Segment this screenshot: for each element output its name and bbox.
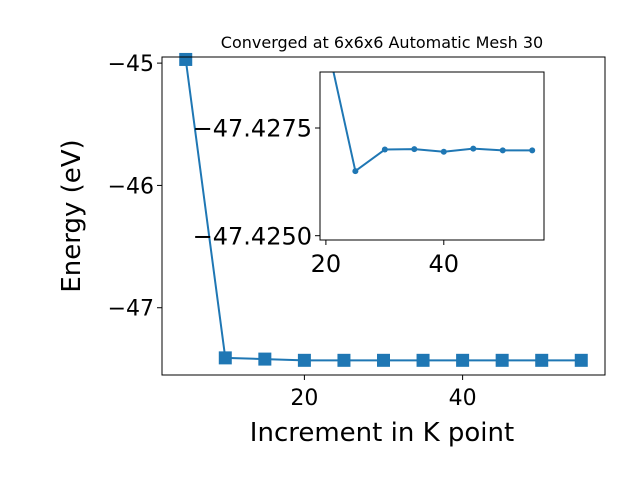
main-data-point — [456, 353, 470, 367]
inset-data-point — [529, 147, 536, 154]
inset-background — [320, 72, 544, 240]
main-data-point — [574, 353, 588, 367]
inset-data-point — [470, 145, 477, 152]
y-axis-label: Energy (eV) — [57, 139, 87, 292]
x-axis-label: Increment in K point — [250, 418, 514, 448]
main-data-point — [535, 353, 549, 367]
main-y-tick-label: −46 — [108, 174, 154, 199]
inset-data-point — [499, 147, 506, 154]
inset-x-tick-label: 40 — [429, 250, 460, 278]
inset-x-tick-label: 20 — [311, 250, 342, 278]
main-plot-area: 20 40 −45 −46 −47 — [108, 52, 588, 411]
inset-series-line — [332, 72, 533, 173]
main-data-point — [179, 52, 193, 66]
main-data-point — [297, 353, 311, 367]
main-axes-frame — [161, 56, 606, 376]
main-data-point — [218, 351, 232, 365]
main-data-point — [337, 353, 351, 367]
inset-data-point — [381, 146, 388, 153]
main-chart: Converged at 6x6x6 Automatic Mesh 30 20 4… — [57, 33, 606, 448]
inset-data-point — [411, 146, 418, 153]
main-y-tick-label: −45 — [108, 52, 154, 77]
main-x-tick-label: 20 — [290, 386, 318, 411]
inset-series-group — [332, 72, 536, 175]
main-data-point — [495, 353, 509, 367]
chart-title: Converged at 6x6x6 Automatic Mesh 30 — [221, 33, 543, 52]
main-y-tick-label: −47 — [108, 297, 154, 322]
main-data-point — [258, 352, 272, 366]
inset-chart: 20 40 −47.4275 −47.4250 — [193, 71, 545, 278]
main-data-point — [377, 353, 390, 367]
inset-y-tick-label: −47.4250 — [193, 222, 312, 250]
inset-data-point — [352, 168, 359, 175]
inset-data-point — [440, 148, 447, 155]
main-data-point — [416, 353, 430, 367]
inset-plot-area: 20 40 −47.4275 −47.4250 — [193, 72, 536, 278]
inset-y-tick-label: −47.4275 — [193, 115, 312, 143]
main-x-tick-label: 40 — [449, 386, 477, 411]
inset-axes-frame — [319, 71, 545, 241]
